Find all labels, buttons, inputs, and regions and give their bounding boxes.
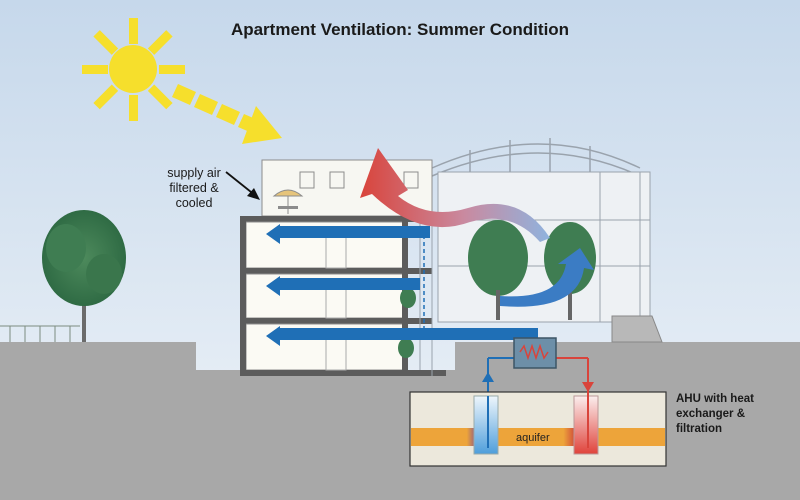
- arrow-down-icon: [582, 382, 594, 392]
- sun-icon: [82, 18, 185, 121]
- cold-well: [473, 395, 499, 455]
- warm-well: [573, 395, 599, 455]
- diagram-title: Apartment Ventilation: Summer Condition: [230, 20, 570, 39]
- tree-left: [42, 210, 126, 342]
- supply-note-pointer: [225, 171, 260, 200]
- ahu-note: AHU with heat exchanger & filtration: [676, 393, 754, 435]
- sunlight-arrow: [172, 84, 282, 144]
- roof-terrace-umbrella-icon: [272, 189, 304, 214]
- ahu-unit: [513, 337, 557, 369]
- exhaust-air-arrow: [360, 148, 550, 242]
- fence: [0, 325, 80, 342]
- heat-exchanger-icon: [519, 343, 549, 361]
- aquifer-label: aquifer: [516, 432, 550, 444]
- supply-arrow-floor-3: [266, 224, 430, 244]
- atrium-supply-arrow: [500, 248, 594, 307]
- supply-arrow-floor-2: [266, 276, 420, 296]
- well-pipe-arrows: [482, 372, 594, 448]
- supply-arrow-floor-1: [266, 326, 538, 350]
- aquifer-panel: [409, 391, 667, 467]
- supply-air-arrows: [266, 224, 538, 350]
- supply-air-note: supply air filtered & cooled: [167, 166, 221, 210]
- retaining-wall: [611, 315, 663, 343]
- arrow-up-icon: [482, 372, 494, 382]
